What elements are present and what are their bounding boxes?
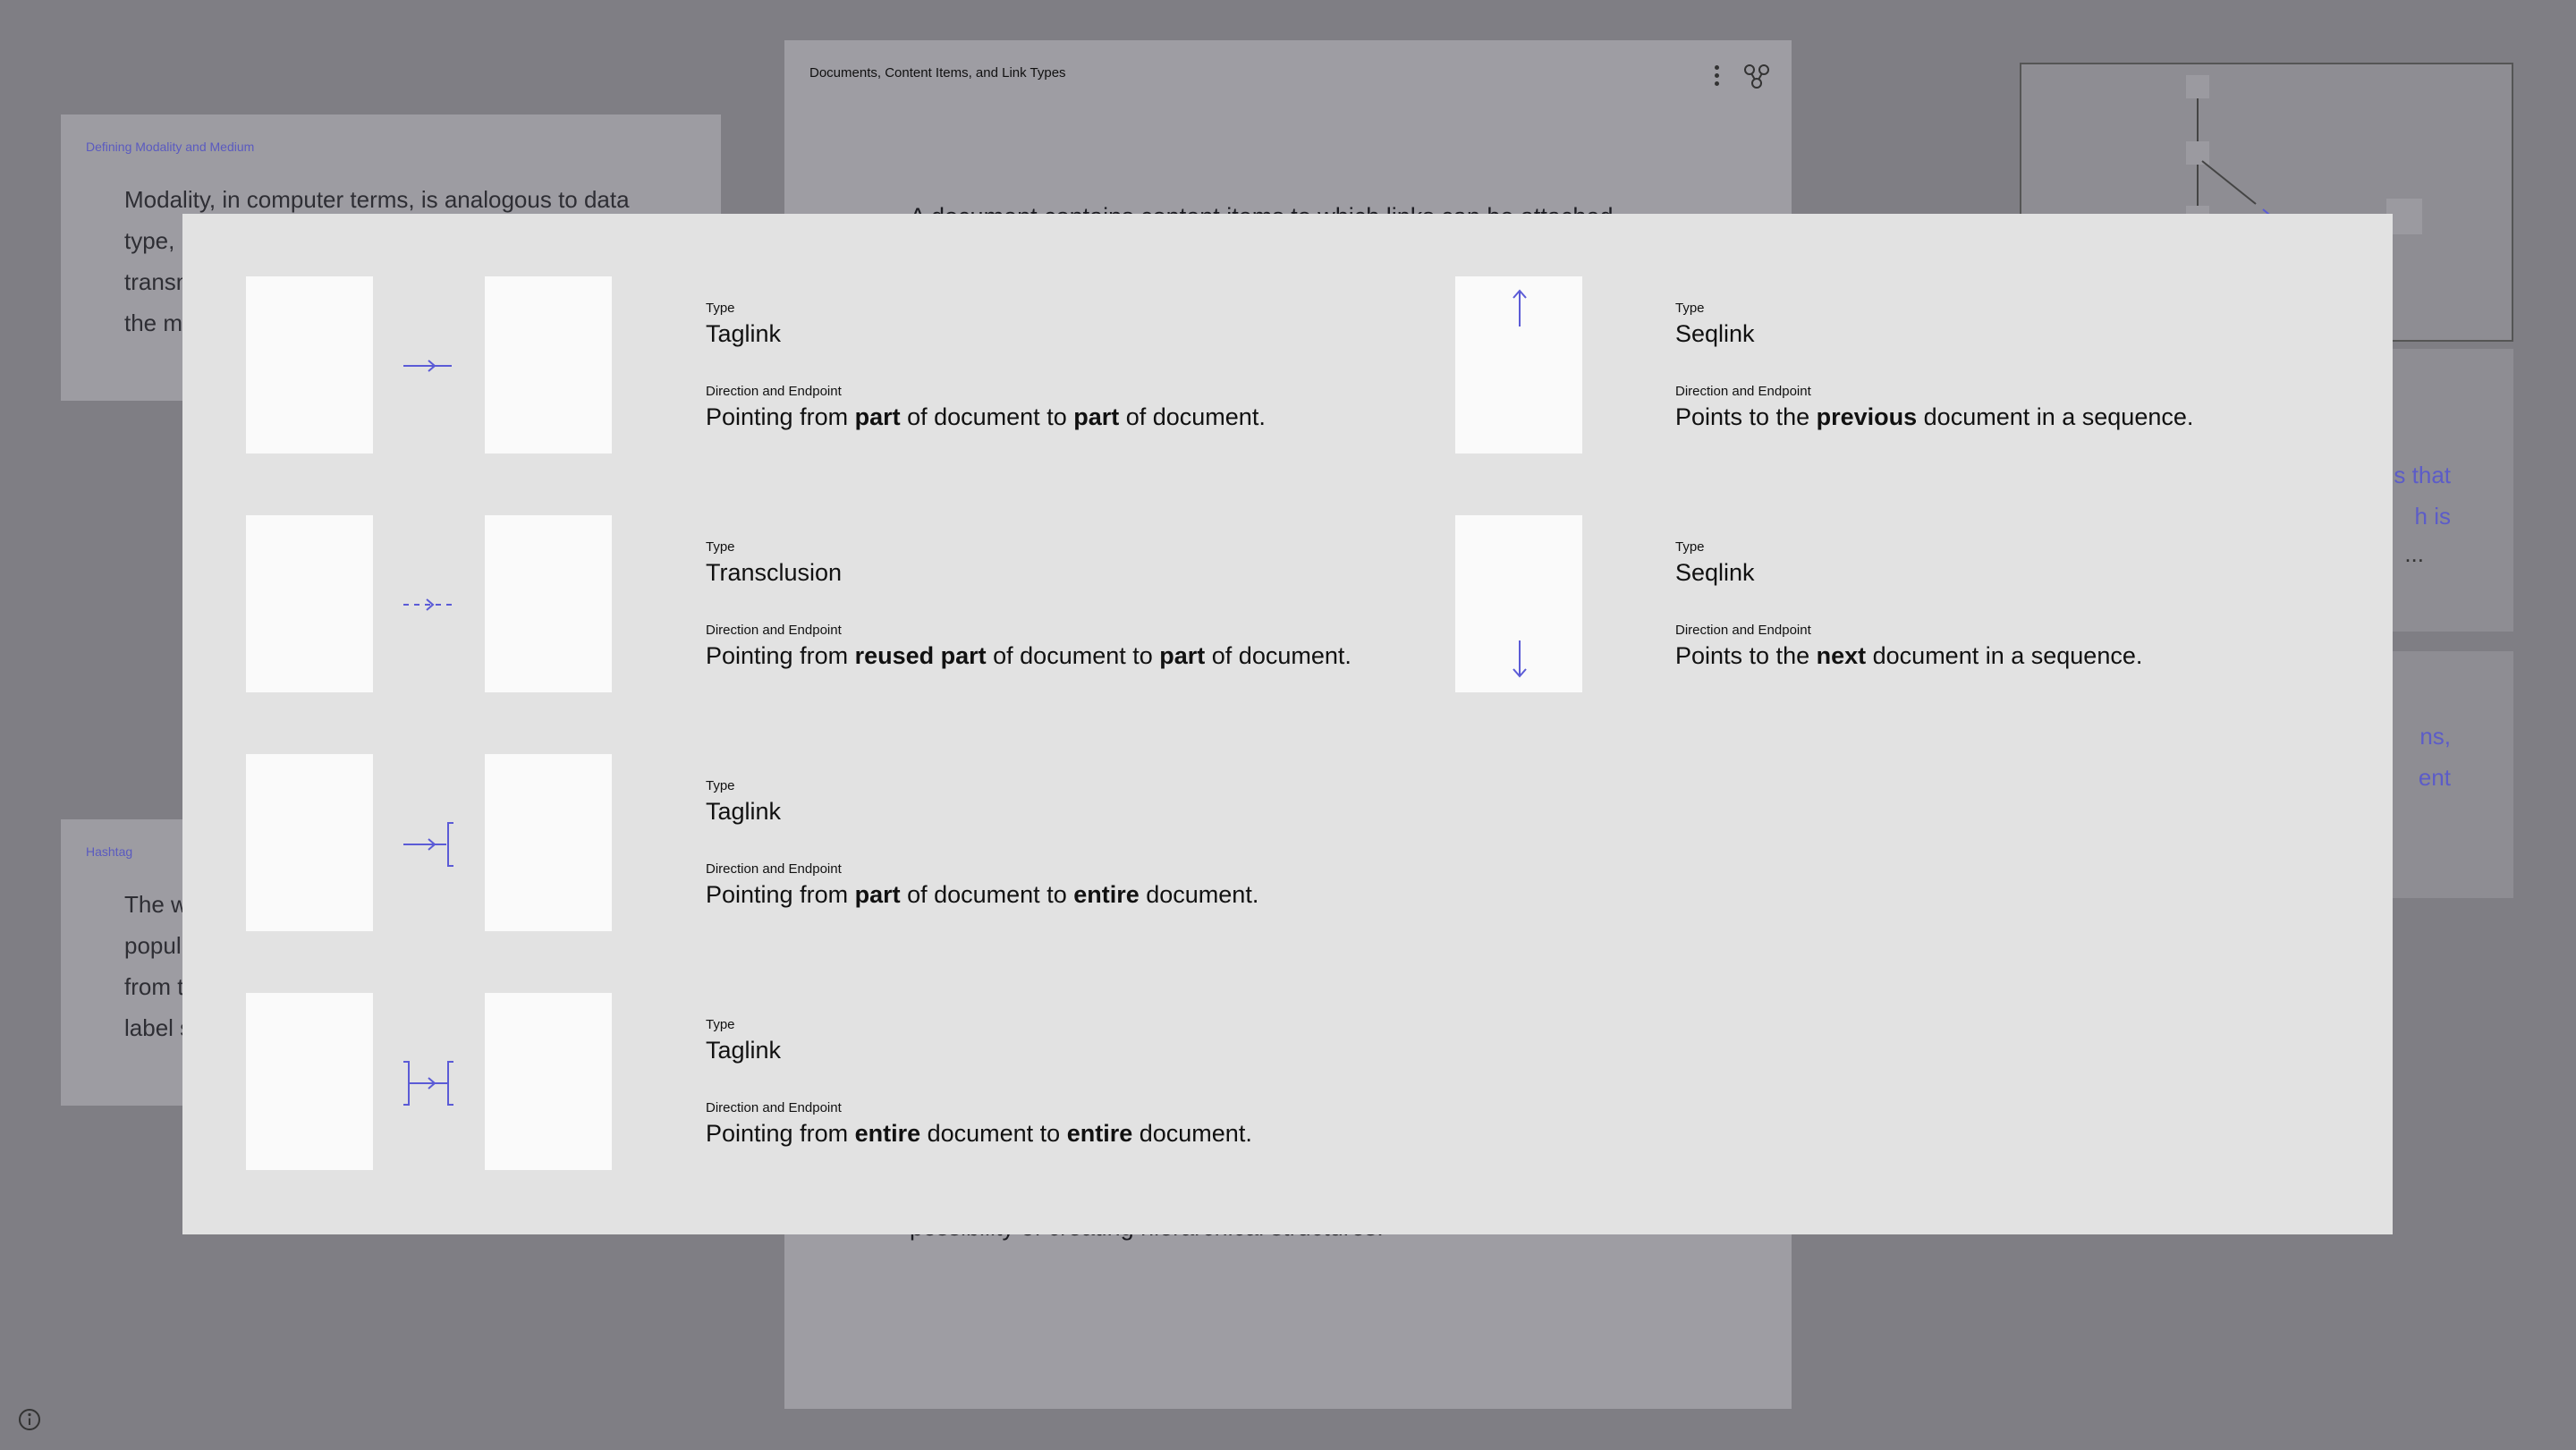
card-line: type,: [124, 227, 175, 254]
direction-caption: Direction and Endpoint: [1675, 623, 1811, 638]
arrow-down-icon: [1513, 640, 1527, 678]
info-icon[interactable]: [16, 1406, 43, 1433]
card-line: label s: [124, 1014, 192, 1041]
more-options-icon[interactable]: [1706, 58, 1727, 94]
direction-caption: Direction and Endpoint: [706, 384, 842, 399]
arrow-up-icon: [1513, 289, 1527, 326]
direction-caption: Direction and Endpoint: [706, 623, 842, 638]
direction-description: Pointing from part of document to entire…: [706, 881, 1259, 908]
direction-description: Pointing from entire document to entire …: [706, 1120, 1252, 1147]
direction-description: Pointing from part of document to part o…: [706, 403, 1266, 430]
direction-description: Pointing from reused part of document to…: [706, 642, 1352, 669]
type-caption: Type: [1675, 539, 1705, 555]
direction-description: Points to the next document in a sequenc…: [1675, 642, 2143, 669]
card-line: popul: [124, 932, 182, 959]
card-body: The w popul from t label s: [124, 884, 661, 1048]
type-caption: Type: [706, 301, 735, 316]
direction-caption: Direction and Endpoint: [706, 1100, 842, 1115]
card-label: Defining Modality and Medium: [86, 140, 255, 154]
graph-view-icon[interactable]: [1741, 58, 1772, 94]
card-line: the m: [124, 310, 183, 336]
type-caption: Type: [706, 1017, 735, 1032]
link-type-name: Taglink: [706, 1037, 782, 1064]
bracket-arrow-bracket-icon: [403, 1061, 453, 1106]
link-type-name: Seqlink: [1675, 559, 1755, 586]
source-document-thumbnail: [246, 515, 373, 692]
source-document-thumbnail: [246, 754, 373, 931]
target-document-thumbnail: [485, 993, 612, 1170]
direction-caption: Direction and Endpoint: [1675, 384, 1811, 399]
card-line: h is: [2414, 503, 2451, 530]
link-type-name: Seqlink: [1675, 320, 1755, 347]
link-type-name: Taglink: [706, 798, 782, 825]
direction-description: Points to the previous document in a seq…: [1675, 403, 2194, 430]
target-document-thumbnail: [485, 754, 612, 931]
direction-caption: Direction and Endpoint: [706, 861, 842, 877]
card-line: ns,: [2419, 723, 2451, 750]
card-line: ent: [2418, 764, 2451, 791]
card-line: Modality, in computer terms, is analogou…: [124, 186, 630, 213]
dashed-arrow-right-icon: [403, 598, 452, 611]
arrow-right-icon: [403, 360, 452, 372]
target-document-thumbnail: [485, 276, 612, 454]
ellipsis-icon[interactable]: ...: [2404, 540, 2424, 567]
source-document-thumbnail: [246, 993, 373, 1170]
type-caption: Type: [706, 778, 735, 793]
card-line: from t: [124, 973, 184, 1000]
source-document-thumbnail: [246, 276, 373, 454]
card-line: s that: [2394, 462, 2451, 488]
card-line: The w: [124, 891, 188, 918]
link-types-modal: Type Taglink Direction and Endpoint Poin…: [182, 214, 2393, 1234]
type-caption: Type: [1675, 301, 1705, 316]
link-type-name: Transclusion: [706, 559, 843, 586]
target-document-thumbnail: [485, 515, 612, 692]
arrow-to-bracket-icon: [403, 822, 453, 867]
link-type-name: Taglink: [706, 320, 782, 347]
card-label: Hashtag: [86, 844, 133, 859]
type-caption: Type: [706, 539, 735, 555]
document-title: Documents, Content Items, and Link Types: [809, 65, 1066, 81]
